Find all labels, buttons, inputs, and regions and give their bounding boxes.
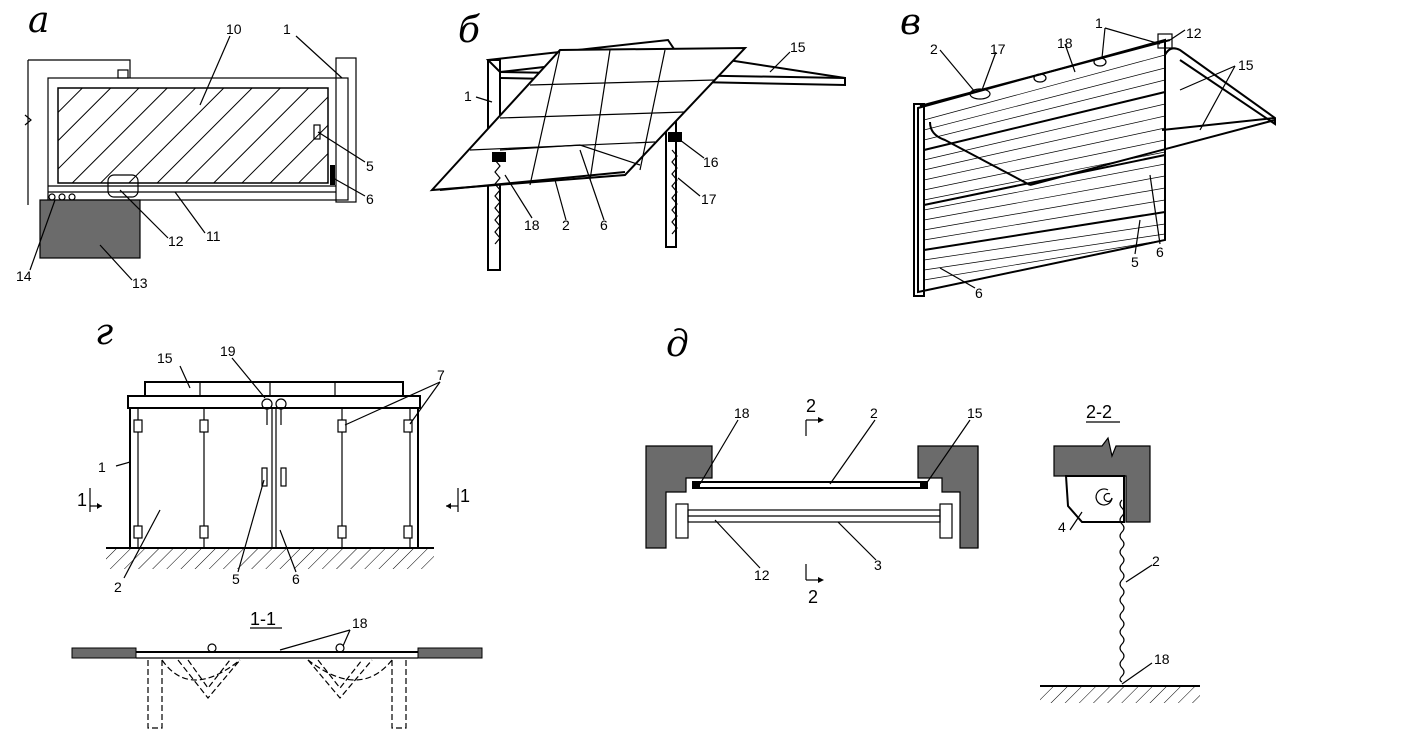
section-mark-1-left: 1 — [77, 490, 87, 510]
label-2: 2 — [870, 405, 878, 421]
label-3: 3 — [874, 557, 882, 573]
section-title-1-1: 1-1 — [250, 609, 276, 629]
label-1: 1 — [464, 88, 472, 104]
section-mark-2-bottom: 2 — [808, 587, 818, 607]
panel-v-letter: в — [900, 2, 921, 43]
label-19: 19 — [220, 343, 236, 359]
panel-g-letter: г — [95, 312, 113, 353]
label-6: 6 — [366, 191, 374, 207]
panel-a-sliding-gate: а 10 1 5 6 12 11 14 13 — [16, 0, 374, 291]
label-18: 18 — [352, 615, 368, 631]
label-6b: 6 — [975, 285, 983, 301]
label-1: 1 — [283, 21, 291, 37]
label-5: 5 — [232, 571, 240, 587]
label-6: 6 — [292, 571, 300, 587]
panel-a-letter: а — [28, 0, 49, 41]
label-16: 16 — [703, 154, 719, 170]
panel-b-tilt-gate: б 15 1 16 17 18 2 — [429, 10, 846, 271]
label-1: 1 — [1095, 15, 1103, 31]
label-11: 11 — [206, 228, 221, 244]
label-14: 14 — [16, 268, 32, 284]
label-18: 18 — [1057, 35, 1073, 51]
label-2: 2 — [562, 217, 570, 233]
label-10: 10 — [226, 21, 242, 37]
label-12: 12 — [168, 233, 184, 249]
label-13: 13 — [132, 275, 148, 291]
label-2: 2 — [930, 41, 938, 57]
gate-leaf-hatched — [57, 87, 329, 184]
label-1: 1 — [98, 459, 106, 475]
label-15: 15 — [157, 350, 173, 366]
label-6: 6 — [600, 217, 608, 233]
label-15: 15 — [1238, 57, 1254, 73]
label-18: 18 — [524, 217, 540, 233]
label-5: 5 — [1131, 254, 1139, 270]
label-15: 15 — [790, 39, 806, 55]
label-2: 2 — [1152, 553, 1160, 569]
label-7: 7 — [437, 367, 445, 383]
panel-v-sectional-door: в — [900, 2, 1276, 301]
label-12: 12 — [1186, 25, 1202, 41]
label-2: 2 — [114, 579, 122, 595]
label-12: 12 — [754, 567, 770, 583]
label-17: 17 — [990, 41, 1006, 57]
panel-d-roller-door: д 2 18 2 15 12 3 2 2-2 — [645, 324, 1200, 703]
section-mark-1-right: 1 — [460, 486, 470, 506]
label-5: 5 — [366, 158, 374, 174]
label-18: 18 — [734, 405, 750, 421]
label-4: 4 — [1058, 519, 1066, 535]
panel-d-letter: д — [666, 324, 689, 365]
section-title-2-2: 2-2 — [1086, 402, 1112, 422]
foundation-block — [39, 199, 141, 259]
section-mark-2-top: 2 — [806, 396, 816, 416]
label-6: 6 — [1156, 244, 1164, 260]
panel-g-swing-doors: г — [71, 312, 483, 729]
label-15: 15 — [967, 405, 983, 421]
panel-b-letter: б — [458, 10, 481, 51]
label-18: 18 — [1154, 651, 1170, 667]
label-17: 17 — [701, 191, 717, 207]
